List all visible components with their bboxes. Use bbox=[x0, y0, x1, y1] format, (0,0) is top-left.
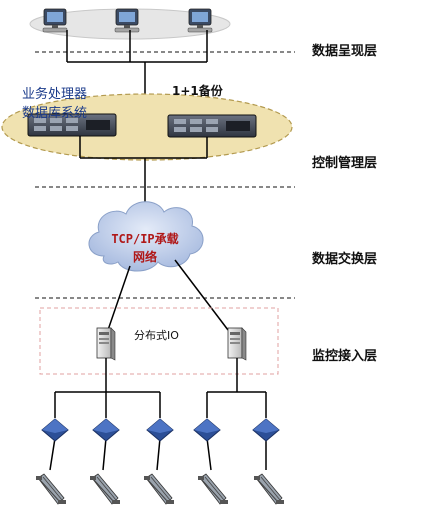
server-icon bbox=[167, 114, 257, 138]
layer-label-control: 控制管理层 bbox=[312, 156, 378, 171]
network-device-icon bbox=[146, 418, 174, 442]
access-links bbox=[49, 358, 267, 471]
pc-icon bbox=[114, 8, 140, 33]
pc-icon bbox=[42, 8, 68, 33]
cloud-icon bbox=[88, 201, 204, 272]
layer-label-presentation: 数据呈现层 bbox=[312, 44, 378, 59]
escalator-icon bbox=[253, 473, 285, 505]
distributed-io-label: 分布式IO bbox=[134, 329, 179, 342]
pc-icon bbox=[187, 8, 213, 33]
layer-label-exchange: 数据交换层 bbox=[312, 252, 378, 267]
control-label-line2: 数据库系统 bbox=[22, 106, 88, 121]
io-box-icon bbox=[96, 327, 116, 361]
escalator-icon bbox=[89, 473, 121, 505]
layer-label-access: 监控接入层 bbox=[312, 349, 378, 364]
escalator-icon bbox=[143, 473, 175, 505]
io-box-icon bbox=[227, 327, 247, 361]
network-device-icon bbox=[41, 418, 69, 442]
network-device-icon bbox=[92, 418, 120, 442]
cloud-label-line1: TCP/IP承载 bbox=[111, 232, 179, 246]
control-label-line1: 业务处理器 bbox=[22, 87, 88, 102]
network-device-icon bbox=[193, 418, 221, 442]
pc-links bbox=[66, 30, 208, 95]
escalator-icon bbox=[35, 473, 67, 505]
network-device-icon bbox=[252, 418, 280, 442]
cloud-io-links bbox=[107, 259, 229, 331]
backup-label: 1+1备份 bbox=[172, 84, 223, 98]
cloud-label-line2: 网络 bbox=[132, 250, 157, 264]
access-area bbox=[39, 307, 279, 375]
escalator-icon bbox=[197, 473, 229, 505]
control-ellipse bbox=[1, 93, 293, 161]
